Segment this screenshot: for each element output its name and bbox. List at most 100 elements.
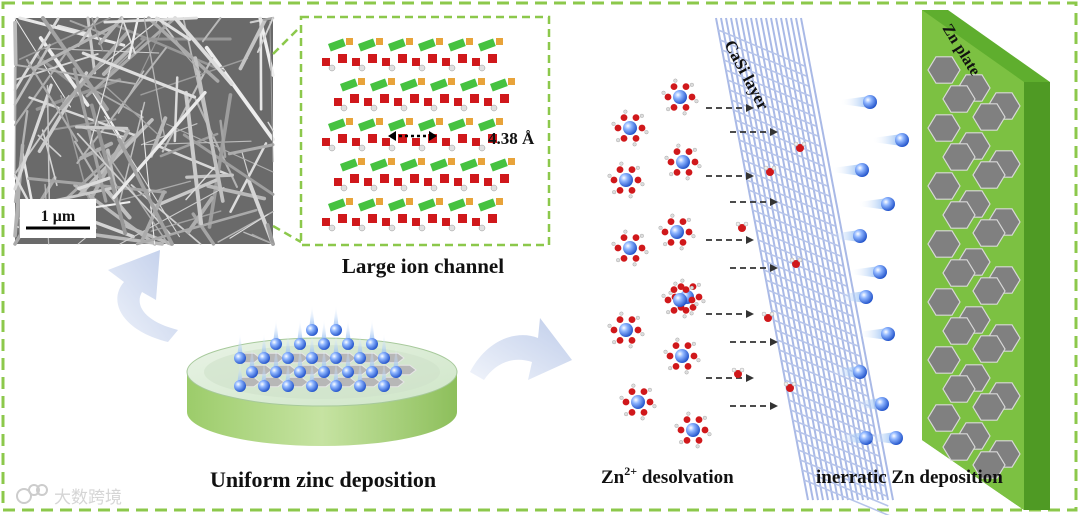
ion-tail — [858, 328, 888, 340]
water-oxygen — [701, 426, 709, 434]
solvated-zn-complex — [611, 109, 649, 147]
dashed-arrow-head — [770, 128, 778, 136]
sem-fiber — [51, 118, 117, 131]
water-oxygen — [685, 168, 693, 176]
calcium-block — [388, 38, 406, 52]
water-hydrogen — [658, 225, 663, 230]
hydrogen-atom — [370, 104, 378, 112]
water-hydrogen — [801, 141, 807, 147]
sem-fiber — [25, 58, 79, 142]
calcium-block — [370, 78, 388, 92]
water-oxygen — [628, 408, 636, 416]
silicon-block — [466, 198, 473, 205]
zn-ion — [306, 380, 318, 392]
water-hydrogen — [797, 257, 803, 263]
calcium-block — [328, 118, 346, 132]
droplet-tail — [285, 360, 291, 386]
water-oxygen — [628, 166, 636, 174]
oxygen-block — [488, 134, 497, 143]
oxygen-block — [484, 178, 492, 186]
water-hydrogen — [793, 141, 799, 147]
water-hydrogen — [628, 344, 633, 349]
zn-ion — [234, 352, 246, 364]
water-oxygen — [673, 168, 681, 176]
water-oxygen — [667, 218, 675, 226]
water-oxygen — [685, 148, 693, 156]
sem-fiber — [229, 213, 269, 239]
hydrogen-atom — [358, 224, 366, 232]
sem-fiber — [13, 20, 18, 66]
solvated-zn-complex — [663, 337, 701, 375]
water-hydrogen — [640, 182, 645, 187]
water-hydrogen — [631, 383, 636, 388]
water-oxygen — [695, 436, 703, 444]
zn-ion — [282, 380, 294, 392]
water-oxygen — [628, 388, 636, 396]
sem-fiber — [37, 134, 62, 158]
oxygen-block — [368, 214, 377, 223]
droplet-tail — [333, 332, 339, 358]
sem-fiber — [204, 45, 275, 142]
sem-fiber — [143, 17, 166, 141]
water-oxygen — [672, 362, 680, 370]
water-hydrogen — [674, 423, 679, 428]
zn-ion — [881, 327, 895, 341]
plate-hex-tile — [972, 277, 1006, 305]
water-hydrogen — [661, 90, 666, 95]
oxygen-block — [442, 218, 450, 226]
dashed-arrow-head — [746, 374, 754, 382]
zn-ion — [306, 324, 318, 336]
hydrogen-atom — [460, 104, 468, 112]
hydrogen-atom — [370, 184, 378, 192]
water-hydrogen — [702, 415, 707, 420]
oxygen-block — [382, 58, 390, 66]
sem-fiber — [269, 21, 274, 163]
silicon-block — [448, 158, 455, 165]
mesh-line — [720, 17, 814, 501]
oxygen-block — [334, 98, 342, 106]
water-oxygen — [628, 316, 636, 324]
sem-fiber — [227, 143, 275, 156]
silicon-block — [436, 118, 443, 125]
silicon-block — [508, 78, 515, 85]
silicon-block — [448, 78, 455, 85]
sem-fiber — [124, 224, 173, 246]
hydrogen-atom — [418, 64, 426, 72]
zn-ion — [258, 380, 270, 392]
mesh-line — [767, 289, 855, 327]
solvated-zn-complex — [611, 229, 649, 267]
water-oxygen — [682, 306, 690, 314]
plate-hex-tile — [927, 346, 961, 374]
oxygen-block — [380, 94, 389, 103]
water-hydrogen — [692, 147, 697, 152]
droplet-tail — [261, 332, 267, 358]
mesh-line — [723, 59, 811, 97]
sem-fiber — [38, 47, 160, 54]
zn-ion — [330, 380, 342, 392]
silicon-block — [346, 38, 353, 45]
water-oxygen — [610, 176, 618, 184]
water-oxygen — [667, 158, 675, 166]
hydrogen-atom — [358, 144, 366, 152]
oxygen-block — [350, 174, 359, 183]
mesh-line — [788, 399, 876, 437]
oxygen-block — [442, 138, 450, 146]
zn-ion — [675, 349, 689, 363]
sem-fiber — [182, 133, 275, 196]
zn-ion — [354, 380, 366, 392]
oxygen-block — [394, 178, 402, 186]
calcium-block — [460, 158, 478, 172]
droplet-tail — [321, 346, 327, 372]
water-oxygen — [688, 93, 696, 101]
water-hydrogen — [771, 165, 777, 171]
calcium-block — [328, 198, 346, 212]
silicon-block — [376, 118, 383, 125]
plate-hex-tile — [942, 85, 976, 113]
silicon-block — [406, 198, 413, 205]
water-oxygen — [684, 342, 692, 350]
ion-tail — [830, 366, 860, 378]
oxygen-block — [352, 58, 360, 66]
mesh-line — [775, 329, 862, 367]
pore-arrow-left-head — [388, 131, 396, 141]
